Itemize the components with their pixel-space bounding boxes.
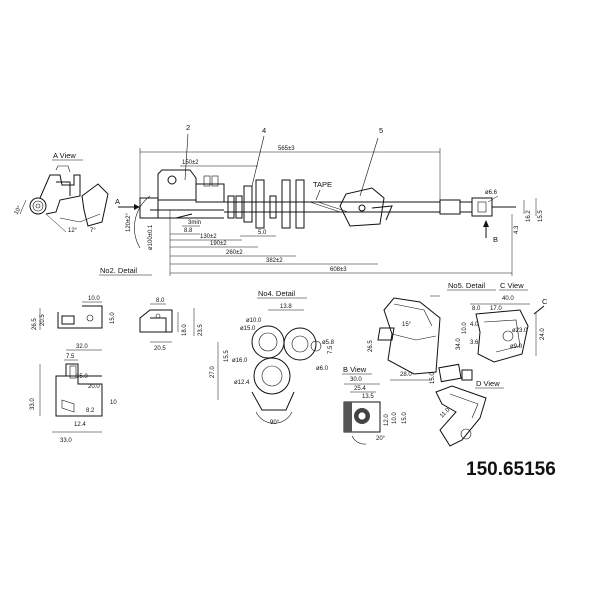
dim-end-dia: ø6.6 <box>485 190 498 196</box>
c-view-h4: 3.6 <box>470 340 479 346</box>
a-view: A View 10° 7° 12° <box>14 151 109 234</box>
dim-5-0: 5.0 <box>258 230 267 236</box>
main-hose-drawing: A 120±2° ø100±0.1 TAPE <box>115 123 544 276</box>
no4-h2: 15.5 <box>224 350 230 362</box>
c-view: C View 40.0 17.0 8.0 ø23.0 ø9.0 10.0 34.… <box>456 281 548 363</box>
no2-w10: 8.2 <box>86 408 95 414</box>
no2-w5: 7.5 <box>66 354 75 360</box>
dim-16-2: 16.2 <box>526 210 532 222</box>
dim-overall: 565±3 <box>278 146 295 152</box>
no4-detail: No4. Detail 13.8 ø10.0 ø15.0 ø16.0 ø12.4… <box>210 289 335 426</box>
c-view-title: C View <box>500 281 524 290</box>
dim-8-8: 8.8 <box>184 228 193 234</box>
dim-608: 608±3 <box>330 267 347 273</box>
dim-382: 382±2 <box>266 258 283 264</box>
b-view-title: B View <box>343 365 367 374</box>
b-view-angle: 20° <box>376 436 386 442</box>
side-label: ø100±0.1 <box>148 224 154 250</box>
dim-3min: 3min <box>188 220 201 226</box>
no4-d1: ø10.0 <box>246 318 262 324</box>
no2-w11: 10 <box>110 400 117 406</box>
b-view-w3: 13.5 <box>362 394 374 400</box>
no5-title: No5. Detail <box>448 281 485 290</box>
callout-2: 2 <box>186 123 190 132</box>
no2-h2: 20.5 <box>40 314 46 326</box>
no4-d5: ø6.0 <box>316 366 329 372</box>
no2-w2: 8.0 <box>156 298 165 304</box>
no2-w6: 15.0 <box>76 374 88 380</box>
no2-w1: 10.0 <box>88 296 100 302</box>
a-view-title: A View <box>53 151 76 160</box>
no5-detail: No5. Detail 28.0 26.5 15° <box>368 281 496 381</box>
a-view-angle-3: 12° <box>68 228 78 234</box>
b-view-w1: 30.0 <box>350 377 362 383</box>
a-view-angle-2: 7° <box>90 228 96 234</box>
dim-130: 130±2 <box>200 234 217 240</box>
arrow-c-label: C <box>542 297 548 306</box>
no2-w4: 32.0 <box>76 344 88 350</box>
c-view-h3: 4.0 <box>470 322 479 328</box>
callout-4: 4 <box>262 126 266 135</box>
dim-15-5: 15.5 <box>538 210 544 222</box>
angle-120: 120±2° <box>126 212 132 232</box>
c-view-h5: 34.0 <box>456 338 462 350</box>
no2-w9: 12.4 <box>74 422 86 428</box>
no4-h1: 7.5 <box>328 345 334 354</box>
no2-h1: 26.5 <box>32 318 38 330</box>
no2-w7: 20.0 <box>88 384 100 390</box>
d-view-h1: 15.0 <box>430 372 436 384</box>
no5-angle: 15° <box>402 322 412 328</box>
no2-detail: No2. Detail 10.0 26.5 20.5 15.0 8.0 20.5… <box>30 266 204 444</box>
c-view-w3: 8.0 <box>472 306 481 312</box>
no4-d2: ø15.0 <box>240 326 256 332</box>
d-view: D View 15.0 11.0 <box>430 363 504 447</box>
b-view: B View 30.0 25.4 13.5 12.0 10.0 15.0 20° <box>342 365 408 445</box>
arrow-a-label: A <box>115 197 120 206</box>
c-view-w2: 17.0 <box>490 306 502 312</box>
no4-d4: ø12.4 <box>234 380 250 386</box>
c-view-h2: 10.0 <box>462 322 468 334</box>
no2-w8: 33.0 <box>60 438 72 444</box>
a-view-angle-1: 10° <box>14 205 24 216</box>
part-number: 150.65156 <box>466 459 556 480</box>
tape-label: TAPE <box>313 180 332 189</box>
b-view-h1: 15.0 <box>402 412 408 424</box>
arrow-b-label: B <box>493 235 498 244</box>
no2-h5: 23.5 <box>198 324 204 336</box>
c-view-w1: 40.0 <box>502 296 514 302</box>
no5-h1: 26.5 <box>368 340 374 352</box>
no2-h4: 18.0 <box>182 324 188 336</box>
dim-190: 190±2 <box>210 241 227 247</box>
callout-5: 5 <box>379 126 383 135</box>
no5-w2: 28.0 <box>400 372 412 378</box>
no4-title: No4. Detail <box>258 289 295 298</box>
no4-d3: ø16.0 <box>232 358 248 364</box>
no4-h3: 27.0 <box>210 366 216 378</box>
no4-d6: ø5.8 <box>322 340 335 346</box>
dim-left-len: 150±2 <box>182 160 199 166</box>
c-view-h1: 24.0 <box>540 328 546 340</box>
c-view-d1: ø9.0 <box>510 344 523 350</box>
no2-h6: 33.0 <box>30 398 36 410</box>
no4-angle: 90° <box>270 420 280 426</box>
dim-260: 260±2 <box>226 250 243 256</box>
no2-h3: 15.0 <box>110 312 116 324</box>
c-view-d2: ø23.0 <box>512 328 528 334</box>
b-view-h3: 12.0 <box>384 414 390 426</box>
no2-w3: 20.5 <box>154 346 166 352</box>
no4-top: 13.8 <box>280 304 292 310</box>
dim-4-3: 4.3 <box>514 225 520 234</box>
no2-title: No2. Detail <box>100 266 137 275</box>
b-view-w2: 25.4 <box>354 386 366 392</box>
b-view-h2: 10.0 <box>392 412 398 424</box>
d-view-title: D View <box>476 379 500 388</box>
